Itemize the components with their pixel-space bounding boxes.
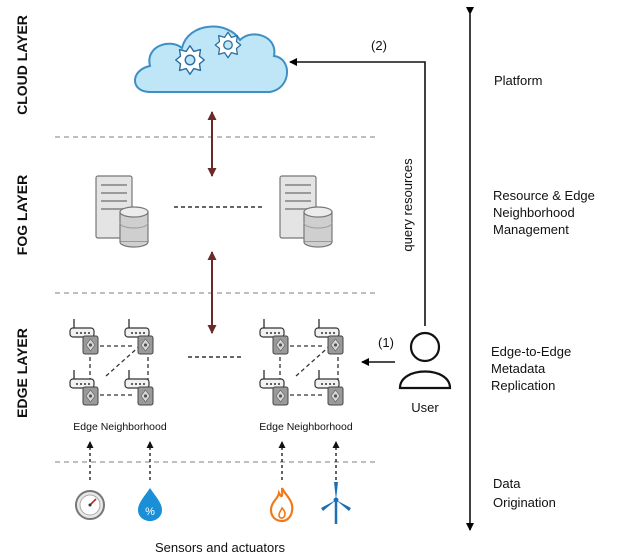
gateway-icon	[69, 369, 99, 406]
fog-layer-label: FOG LAYER	[14, 175, 30, 255]
replication-line-2: Metadata	[491, 361, 546, 376]
gateway-icon	[124, 369, 154, 406]
origination-line-1: Data	[493, 476, 521, 491]
resource-mgmt-label: Resource & Edge Neighborhood Management	[493, 188, 599, 237]
fog-server-right-icon	[279, 175, 333, 248]
gateway-icon	[259, 369, 289, 406]
gateway-icon	[259, 318, 289, 355]
user-label: User	[411, 400, 439, 415]
query-resources-arrow	[289, 58, 426, 326]
gauge-icon	[75, 490, 105, 520]
origination-line-2: Origination	[493, 495, 556, 510]
gateway-icon	[314, 318, 344, 355]
replication-label: Edge-to-Edge Metadata Replication	[491, 344, 575, 393]
replication-line-1: Edge-to-Edge	[491, 344, 571, 359]
wind-turbine-icon	[321, 482, 351, 524]
gateway-icon	[314, 369, 344, 406]
edge-neighborhood-left	[69, 318, 154, 406]
sensors-caption: Sensors and actuators	[155, 540, 286, 555]
edge-neighborhood-right-label: Edge Neighborhood	[259, 421, 353, 433]
resource-mgmt-line-1: Resource & Edge	[493, 188, 595, 203]
gateway-icon	[69, 318, 99, 355]
cloud-icon	[134, 25, 288, 93]
fog-server-left-icon	[95, 175, 149, 248]
resource-mgmt-line-2: Neighborhood	[493, 205, 575, 220]
gateway-icon	[124, 318, 154, 355]
cloud-layer-label: CLOUD LAYER	[14, 15, 30, 115]
step-2-label: (2)	[371, 38, 387, 53]
edge-neighborhood-left-label: Edge Neighborhood	[73, 421, 167, 433]
humidity-drop-icon: %	[138, 488, 162, 521]
platform-label: Platform	[494, 73, 542, 88]
resource-mgmt-line-3: Management	[493, 222, 569, 237]
flame-icon	[269, 487, 294, 523]
edge-layer-label: EDGE LAYER	[14, 328, 30, 418]
humidity-symbol: %	[145, 506, 155, 518]
step-1-label: (1)	[378, 335, 394, 350]
user-icon	[398, 331, 452, 390]
edge-neighborhood-right	[259, 318, 344, 406]
replication-line-3: Replication	[491, 378, 555, 393]
query-resources-label: query resources	[400, 158, 415, 252]
origination-label: Data Origination	[493, 476, 556, 510]
